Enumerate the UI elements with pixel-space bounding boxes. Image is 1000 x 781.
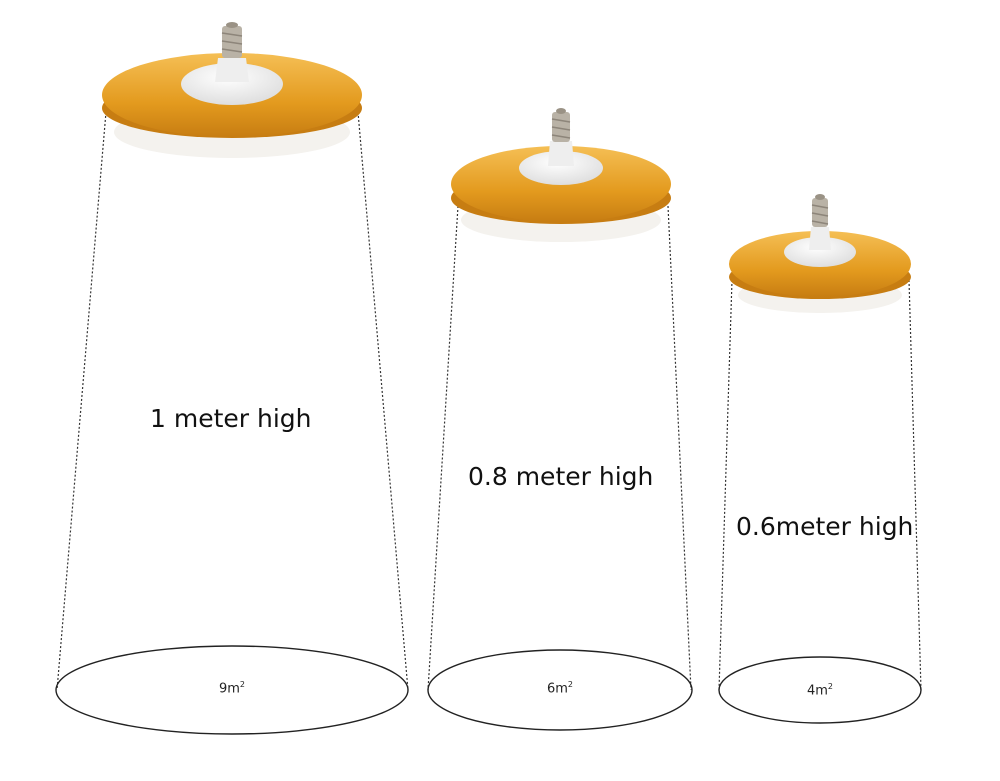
area-unit-small: 2 (827, 682, 834, 691)
area-unit-large: 2 (239, 680, 246, 689)
area-unit-medium: 2 (567, 680, 574, 689)
lamp-shade-medium (451, 108, 671, 242)
area-value-large: 9m (218, 681, 240, 697)
area-value-medium: 6m (546, 681, 568, 697)
beam-cone-large (56, 111, 409, 691)
height-label-large: 1 meter high (150, 404, 312, 433)
floor-area-ellipse-small (718, 656, 922, 724)
area-label-large: 9m2 (219, 680, 245, 696)
height-label-medium: 0.8 meter high (468, 462, 654, 491)
area-label-medium: 6m2 (547, 680, 573, 696)
beam-cone-medium (427, 205, 692, 691)
area-label-small: 4m2 (807, 682, 833, 698)
lamp-shade-large (102, 22, 362, 158)
lamp-small (718, 194, 922, 724)
lamp-medium (427, 108, 693, 731)
area-value-small: 4m (806, 683, 828, 699)
height-label-small: 0.6meter high (736, 512, 914, 541)
floor-area-ellipse-medium (427, 649, 693, 731)
floor-area-ellipse-large (55, 645, 409, 735)
beam-cone-small (718, 279, 922, 691)
lamp-shade-small (729, 194, 911, 313)
lamp-large (55, 22, 409, 735)
